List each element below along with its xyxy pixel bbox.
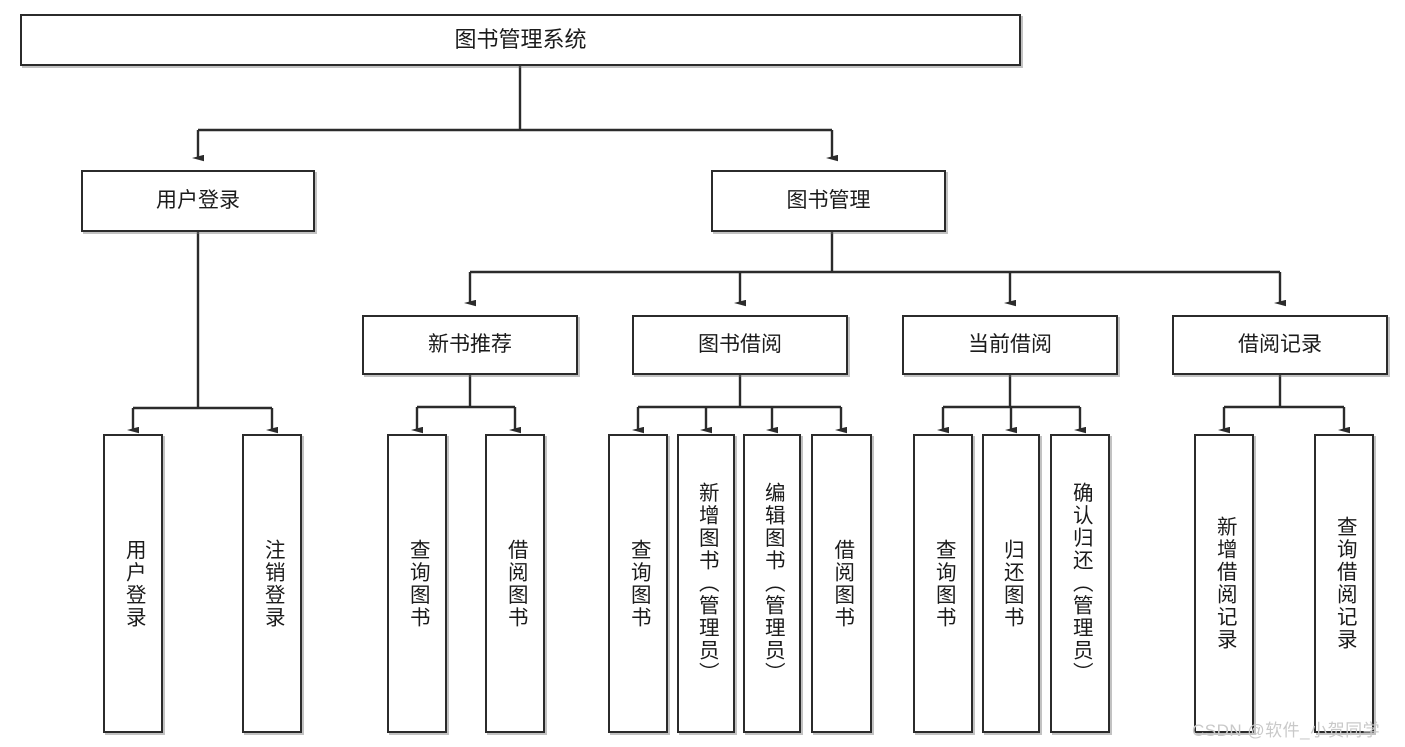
node-label: 借阅图书 (504, 538, 528, 629)
leaf-book-borrow-borrow-book[interactable]: 借阅图书 (811, 434, 872, 733)
node-label: 用户登录 (156, 188, 240, 212)
node-label: 查询图书 (406, 538, 430, 629)
leaf-borrow-record-add-record[interactable]: 新增借阅记录 (1194, 434, 1254, 733)
node-label: 查询图书 (627, 538, 651, 629)
node-book-management[interactable]: 图书管理 (711, 170, 946, 232)
node-label: 查询借阅记录 (1333, 516, 1357, 651)
node-label: 图书管理系统 (454, 27, 587, 53)
node-label: 新增借阅记录 (1213, 516, 1237, 651)
node-new-book-recommend[interactable]: 新书推荐 (362, 315, 578, 375)
node-borrow-record[interactable]: 借阅记录 (1172, 315, 1388, 375)
leaf-new-book-query-book[interactable]: 查询图书 (387, 434, 447, 733)
leaf-book-borrow-add-book-admin[interactable]: 新增图书（管理员） (677, 434, 735, 733)
node-label: 借阅图书 (830, 538, 854, 629)
leaf-user-login-logout[interactable]: 注销登录 (242, 434, 302, 733)
node-label: 查询图书 (932, 538, 956, 629)
leaf-user-login-login[interactable]: 用户登录 (103, 434, 163, 733)
node-label: 当前借阅 (968, 332, 1052, 356)
node-label: 图书管理 (786, 188, 871, 212)
leaf-book-borrow-edit-book-admin[interactable]: 编辑图书（管理员） (743, 434, 801, 733)
node-label: 注销登录 (261, 538, 285, 629)
node-user-login[interactable]: 用户登录 (81, 170, 315, 232)
node-book-borrow[interactable]: 图书借阅 (632, 315, 848, 375)
leaf-book-borrow-query-book[interactable]: 查询图书 (608, 434, 668, 733)
node-label: 用户登录 (122, 538, 146, 629)
leaf-borrow-record-query-record[interactable]: 查询借阅记录 (1314, 434, 1374, 733)
node-label: 新增图书（管理员） (695, 482, 719, 685)
leaf-current-borrow-query-book[interactable]: 查询图书 (913, 434, 973, 733)
node-label: 确认归还（管理员） (1069, 482, 1093, 685)
node-label: 编辑图书（管理员） (761, 482, 785, 685)
leaf-new-book-borrow-book[interactable]: 借阅图书 (485, 434, 545, 733)
node-current-borrow[interactable]: 当前借阅 (902, 315, 1118, 375)
node-label: 新书推荐 (428, 332, 512, 356)
node-label: 借阅记录 (1238, 332, 1322, 356)
leaf-current-borrow-confirm-return-admin[interactable]: 确认归还（管理员） (1050, 434, 1110, 733)
leaf-current-borrow-return-book[interactable]: 归还图书 (982, 434, 1040, 733)
node-label: 归还图书 (1000, 538, 1024, 629)
csdn-watermark: CSDN @软件_小贺同学 (1192, 721, 1381, 740)
node-root-book-management-system[interactable]: 图书管理系统 (20, 14, 1021, 66)
node-label: 图书借阅 (698, 332, 782, 356)
